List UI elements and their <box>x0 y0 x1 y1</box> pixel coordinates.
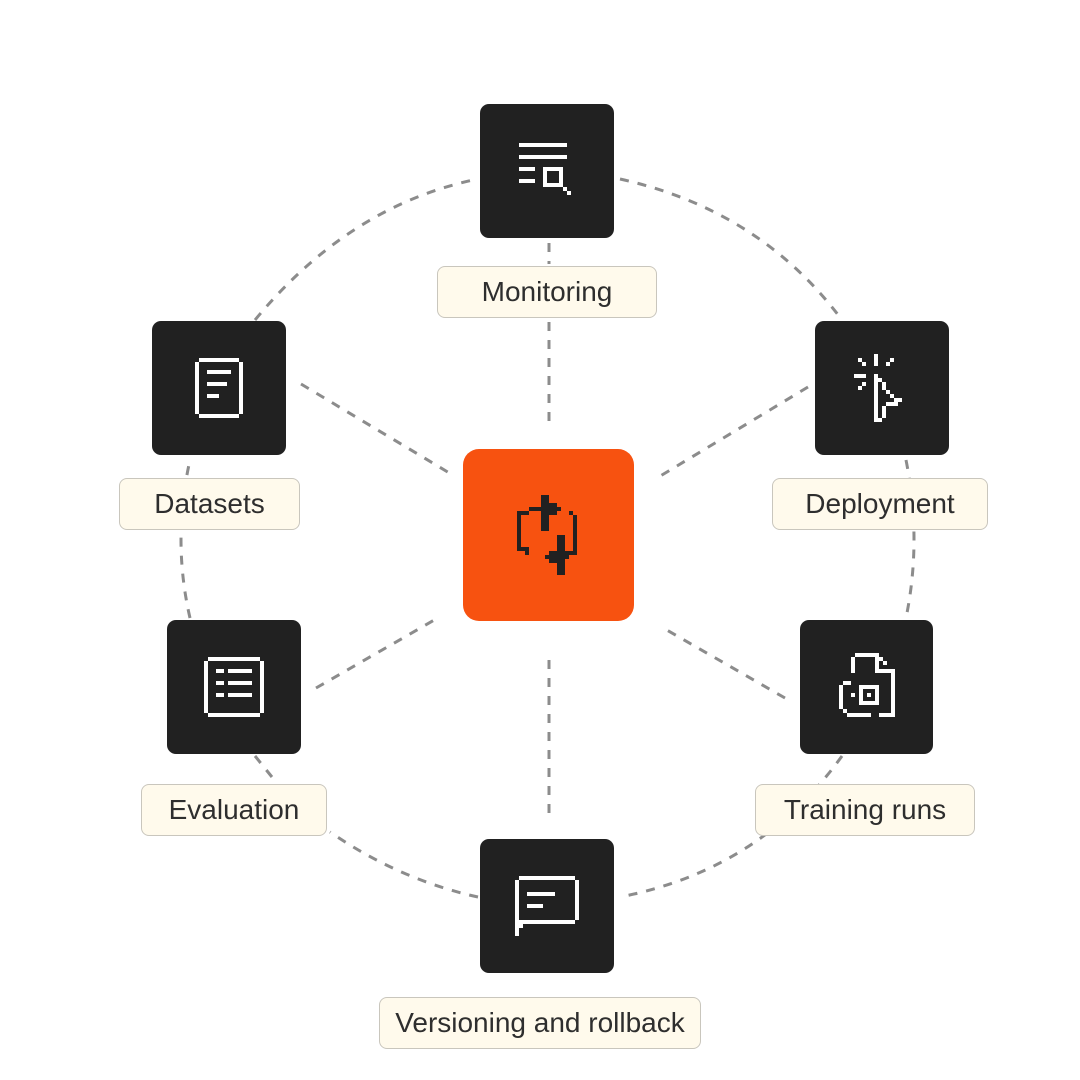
refresh-sync-icon <box>516 495 577 575</box>
node-training-runs <box>800 620 933 754</box>
label-datasets: Datasets <box>119 478 300 530</box>
spoke-deployment <box>656 385 809 480</box>
cursor-click-icon <box>854 354 902 422</box>
ring-arc-monitoring-deployment <box>619 177 844 321</box>
ring-arc-evaluation-gap <box>253 755 278 783</box>
node-datasets <box>152 321 286 455</box>
ring-arc-evaluation-datasets <box>179 459 192 619</box>
node-versioning <box>480 839 614 973</box>
label-evaluation: Evaluation <box>141 784 327 836</box>
ring-arc-versioning-evaluation <box>329 830 479 899</box>
checklist-icon <box>204 657 264 717</box>
spoke-datasets <box>300 382 452 476</box>
label-versioning: Versioning and rollback <box>379 997 701 1049</box>
hub-node <box>463 449 634 621</box>
spoke-evaluation <box>315 617 437 690</box>
node-deployment <box>815 321 949 455</box>
document-search-icon <box>519 143 571 195</box>
chat-bubble-icon <box>515 876 579 936</box>
file-settings-icon <box>838 653 895 717</box>
spoke-training <box>664 627 786 700</box>
document-icon <box>195 358 243 418</box>
label-training-runs: Training runs <box>755 784 975 836</box>
node-evaluation <box>167 620 301 754</box>
ring-arc-datasets-monitoring <box>253 177 479 321</box>
label-monitoring: Monitoring <box>437 266 657 318</box>
ring-arc-training-versioning <box>619 755 844 899</box>
label-deployment: Deployment <box>772 478 988 530</box>
node-monitoring <box>480 104 614 238</box>
